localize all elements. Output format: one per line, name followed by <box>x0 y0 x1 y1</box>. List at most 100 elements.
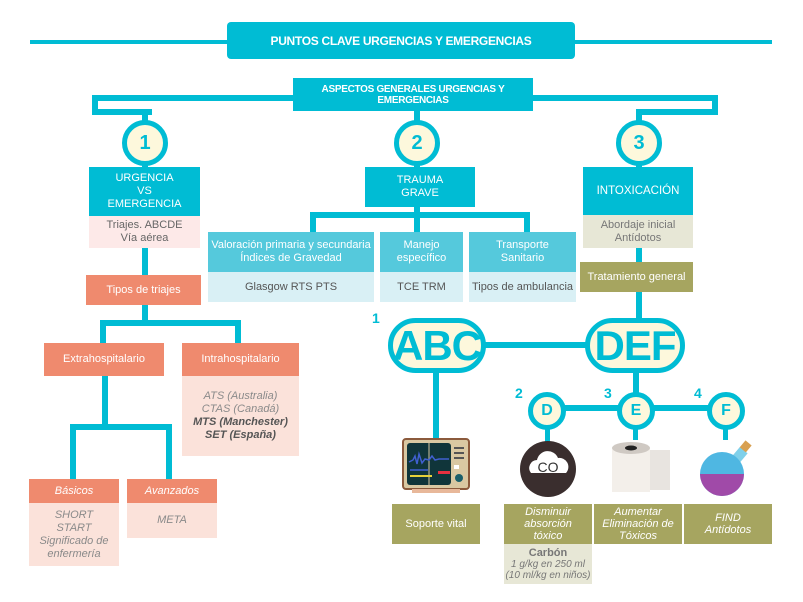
f-number: 4 <box>694 385 702 401</box>
branch-number-1: 1 <box>122 120 168 166</box>
b1-v3 <box>142 305 148 325</box>
grave-line: GRAVE <box>401 187 439 199</box>
co-cloud-icon: CO <box>520 441 576 497</box>
def-pill: DEF <box>585 318 685 373</box>
intrahospitalario-box: Intrahospitalario <box>182 343 299 376</box>
carbon-box: Carbón 1 g/kg en 250 ml (10 ml/kg en niñ… <box>504 544 592 584</box>
branch-3-drop <box>712 95 718 115</box>
intra-item: CTAS (Canadá) <box>201 403 280 415</box>
vs-line: VS <box>137 185 152 197</box>
e-drop <box>633 420 638 440</box>
abc-def-bar <box>480 342 590 348</box>
intoxicacion-box: INTOXICACIÓN <box>583 167 693 215</box>
extrahospitalario-box: Extrahospitalario <box>44 343 164 376</box>
label-line: tóxico <box>533 530 563 542</box>
branch-number-3: 3 <box>616 120 662 166</box>
col-title-line: Índices de Gravedad <box>240 252 342 264</box>
extra-bar <box>70 424 170 430</box>
basic-item: Significado de <box>39 534 109 547</box>
abc-number: 1 <box>372 310 380 326</box>
b1-h <box>92 109 152 115</box>
monitor-icon <box>402 438 470 493</box>
co-text: CO <box>538 459 559 475</box>
trauma-m <box>414 205 420 232</box>
branch-1-drop <box>92 95 98 115</box>
avanzados-list: META <box>127 503 217 538</box>
trauma-line: TRAUMA <box>396 174 444 186</box>
detail-line: Antídotos <box>614 231 662 244</box>
extra-r <box>166 424 172 479</box>
detail-line: Abordaje inicial <box>600 218 676 231</box>
intox-detail: Abordaje inicial Antídotos <box>583 215 693 248</box>
col-title-line: Transporte <box>496 239 549 251</box>
f-drop <box>723 420 728 440</box>
b1-v2 <box>142 245 148 275</box>
find-box: FIND Antídotos <box>684 504 772 544</box>
trauma-col-3-title: Transporte Sanitario <box>469 232 576 272</box>
intra-list: ATS (Australia) CTAS (Canadá) MTS (Manch… <box>182 376 299 456</box>
b3-h <box>636 109 718 115</box>
e-number: 3 <box>604 385 612 401</box>
branch-number-2: 2 <box>394 120 440 166</box>
trauma-l <box>310 212 316 232</box>
d-circle: D <box>528 392 566 430</box>
triage-r <box>235 320 241 345</box>
trauma-col-3-detail: Tipos de ambulancia <box>469 272 576 302</box>
extra-v <box>102 373 108 428</box>
basic-item: enfermería <box>47 547 101 560</box>
main-title: PUNTOS CLAVE URGENCIAS Y EMERGENCIAS <box>227 22 575 59</box>
disminuir-box: Disminuir absorción tóxico <box>504 504 592 544</box>
avanzados-header: Avanzados <box>127 479 217 503</box>
tipos-triajes-box: Tipos de triajes <box>86 275 201 305</box>
trauma-col-1-detail: Glasgow RTS PTS <box>208 272 374 302</box>
intox-v2 <box>636 290 642 320</box>
subtitle-box: ASPECTOS GENERALES URGENCIAS Y EMERGENCI… <box>293 78 533 111</box>
basicos-list: SHORT START Significado de enfermería <box>29 503 119 566</box>
urgencia-box: URGENCIA VS EMERGENCIA <box>89 167 200 216</box>
label-line: Disminuir <box>525 506 571 518</box>
trauma-box: TRAUMA GRAVE <box>365 167 475 207</box>
col-title-line: Valoración primaria y secundaria <box>211 239 371 251</box>
triage-l <box>100 320 106 345</box>
col-title-line: Manejo <box>403 239 440 251</box>
carbon-line: 1 g/kg en 250 ml <box>511 558 585 570</box>
abc-drop <box>433 365 439 445</box>
triage-bar <box>100 320 240 326</box>
potion-flask-icon <box>700 440 752 496</box>
intox-v1 <box>636 248 642 263</box>
detail-line: Triajes. ABCDE <box>106 219 183 231</box>
intra-item: ATS (Australia) <box>203 390 278 402</box>
intra-item: MTS (Manchester) <box>193 416 288 428</box>
f-circle: F <box>707 392 745 430</box>
top-line-right <box>570 40 772 44</box>
d-drop <box>545 420 550 445</box>
d-number: 2 <box>515 385 523 401</box>
def-drop <box>633 365 639 395</box>
trauma-col-2-detail: TCE TRM <box>380 272 463 302</box>
label-line: Tóxicos <box>619 530 657 542</box>
label-line: absorción <box>524 518 572 530</box>
top-line-left <box>30 40 230 44</box>
trauma-col-2-title: Manejo específico <box>380 232 463 272</box>
label-line: Eliminación de <box>602 518 674 530</box>
abc-pill: ABC <box>388 318 486 373</box>
urgencia-detail: Triajes. ABCDE Vía aérea <box>89 216 200 248</box>
basicos-header: Básicos <box>29 479 119 503</box>
intra-item: SET (España) <box>205 429 276 441</box>
label-line: Antídotos <box>704 524 752 536</box>
detail-line: Vía aérea <box>120 232 169 244</box>
trauma-col-1-title: Valoración primaria y secundaria Índices… <box>208 232 374 272</box>
tratamiento-general-box: Tratamiento general <box>580 262 693 292</box>
trauma-bar <box>310 212 530 218</box>
trauma-r <box>524 212 530 232</box>
toilet-paper-icon <box>612 442 670 492</box>
label-line: Aumentar <box>614 506 662 518</box>
carbon-line: (10 ml/kg en niños) <box>505 569 591 581</box>
aumentar-box: Aumentar Eliminación de Tóxicos <box>594 504 682 544</box>
extra-l <box>70 424 76 479</box>
basic-item: SHORT <box>54 508 94 521</box>
carbon-title: Carbón <box>528 546 568 559</box>
label-line: FIND <box>715 512 741 524</box>
col-title-line: específico <box>396 252 447 264</box>
basic-item: START <box>56 521 92 534</box>
